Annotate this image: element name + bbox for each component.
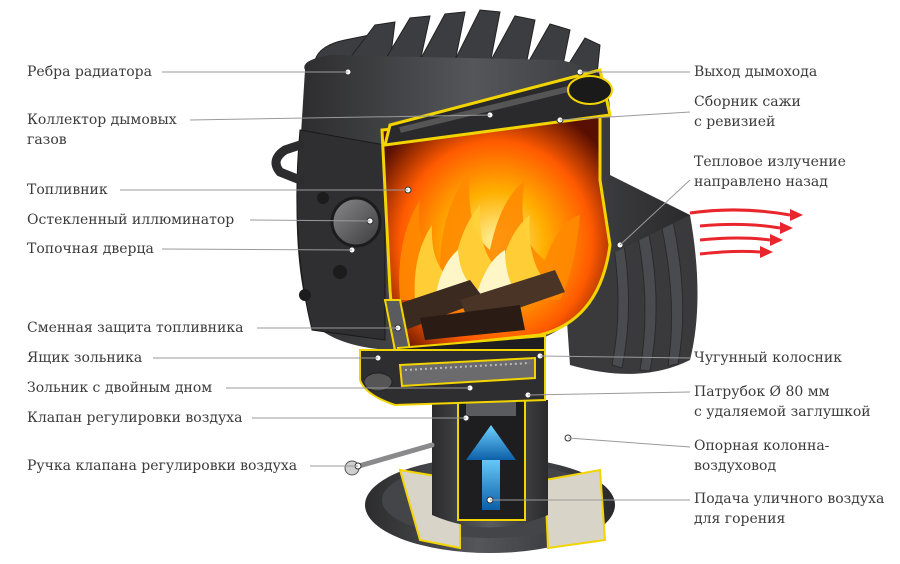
label-firebox-liner: Сменная защита топливника: [27, 318, 243, 338]
label-soot-collector: Сборник сажи с ревизией: [694, 92, 801, 132]
label-cast-iron-grate: Чугунный колосник: [694, 348, 842, 368]
heat-radiation-arrows: [689, 208, 791, 256]
label-text: Сменная защита топливника: [27, 320, 244, 336]
label-text: Остекленный иллюминатор: [27, 212, 235, 228]
label-ash-box: Ящик зольника: [27, 348, 142, 368]
label-text: Топливник: [27, 182, 108, 198]
air-valve-handle: [349, 442, 435, 471]
label-text: Тепловое излучение: [694, 154, 846, 170]
rear-fins: [609, 216, 684, 372]
label-air-valve-handle: Ручка клапана регулировки воздуха: [27, 456, 297, 476]
label-text: Ручка клапана регулировки воздуха: [27, 458, 298, 474]
label-text: Чугунный колосник: [694, 350, 842, 366]
door-handle: [271, 140, 305, 185]
label-text: Сборник сажи: [694, 94, 801, 110]
label-radiator-fins: Ребра радиатора: [27, 62, 152, 82]
label-double-bottom-ash-pan: Зольник с двойным дном: [27, 378, 212, 398]
flue-outlet: [567, 75, 613, 105]
label-flue-outlet: Выход дымохода: [694, 62, 817, 82]
label-heat-radiation: Тепловое излучение направлено назад: [694, 152, 846, 192]
label-text: Коллектор дымовых: [27, 112, 177, 128]
label-flue-gas-collector: Коллектор дымовых газов: [27, 110, 177, 150]
label-text: Топочная дверца: [27, 241, 154, 257]
label-text: Ящик зольника: [27, 350, 143, 366]
label-text: Зольник с двойным дном: [27, 380, 213, 396]
label-text: с удаляемой заглушкой: [694, 404, 871, 420]
label-air-valve: Клапан регулировки воздуха: [27, 408, 242, 428]
label-support-column: Опорная колонна-воздуховод: [694, 436, 829, 476]
label-text: с ревизией: [694, 114, 776, 130]
label-text: Патрубок Ø 80 мм: [694, 384, 830, 400]
label-text: воздуховод: [694, 458, 777, 474]
glazed-window: [330, 196, 382, 248]
firewood: [395, 270, 565, 340]
label-text: Клапан регулировки воздуха: [27, 410, 243, 426]
label-firebox-door: Топочная дверца: [27, 239, 154, 259]
label-text: для горения: [694, 511, 786, 527]
label-glazed-window: Остекленный иллюминатор: [27, 210, 234, 230]
label-text: Подача уличного воздуха: [694, 491, 885, 507]
label-text: газов: [27, 132, 67, 148]
label-text: Выход дымохода: [694, 64, 818, 80]
leader-lines-right: [490, 71, 691, 501]
label-pipe-80mm: Патрубок Ø 80 мм с удаляемой заглушкой: [694, 382, 871, 422]
label-text: направлено назад: [694, 174, 828, 190]
label-text: Ребра радиатора: [27, 64, 152, 80]
label-firebox: Топливник: [27, 180, 108, 200]
leader-lines-left: [120, 71, 491, 467]
label-outside-air-supply: Подача уличного воздуха для горения: [694, 489, 884, 529]
outside-air-arrow: [466, 425, 516, 510]
label-text: Опорная колонна-: [694, 438, 830, 454]
